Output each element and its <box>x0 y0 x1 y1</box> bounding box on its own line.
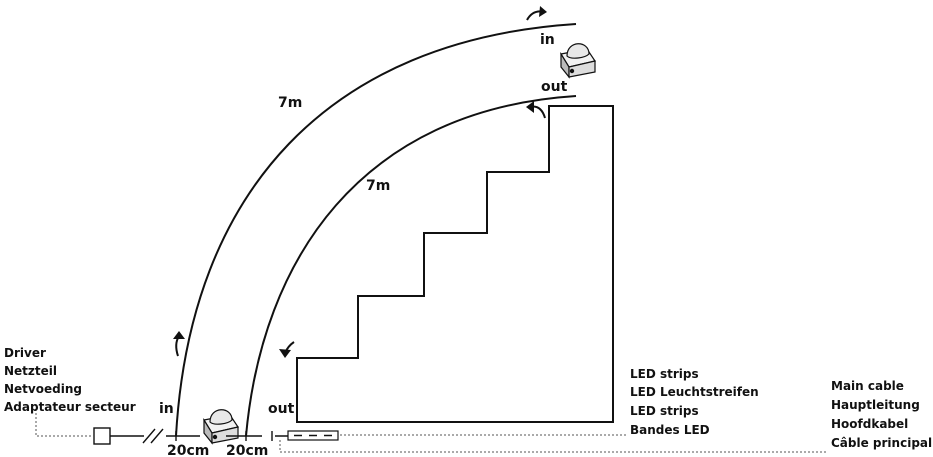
cable-label-en: Main cable <box>831 379 904 393</box>
cable-break-icon <box>142 428 164 444</box>
driver-label-fr: Adaptateur secteur <box>4 400 136 414</box>
spacing-ticks <box>175 431 273 441</box>
arrow-down-icon <box>279 341 295 358</box>
spacing-left-label: 20cm <box>167 443 209 457</box>
inner-arc-length-label: 7m <box>366 178 390 194</box>
driver-label-de: Netzteil <box>4 364 57 378</box>
driver-label-group: Driver Netzteil Netvoeding Adaptateur se… <box>4 346 136 414</box>
led-label-fr: Bandes LED <box>630 423 710 437</box>
driver-label-en: Driver <box>4 346 46 360</box>
cable-label-fr: Câble principal <box>831 436 932 450</box>
driver-label-nl: Netvoeding <box>4 382 82 396</box>
spacing-right-label: 20cm <box>226 443 268 457</box>
outer-arc-length-label: 7m <box>278 95 302 111</box>
cable-leader-line <box>279 440 828 453</box>
led-label-group: LED strips LED Leuchtstreifen LED strips… <box>630 367 759 437</box>
bottom-sensor-in-label: in <box>159 401 174 417</box>
top-sensor-out-label: out <box>541 79 568 95</box>
led-label-en: LED strips <box>630 367 699 381</box>
arrow-top-right-icon <box>526 6 547 21</box>
led-label-nl: LED strips <box>630 404 699 418</box>
bottom-sensor-out-label: out <box>268 401 295 417</box>
cable-label-group: Main cable Hauptleitung Hoofdkabel Câble… <box>831 379 932 450</box>
staircase-outline <box>296 105 614 423</box>
cable-label-nl: Hoofdkabel <box>831 417 908 431</box>
inner-arc <box>245 95 577 437</box>
cable-label-de: Hauptleitung <box>831 398 920 412</box>
arrow-top-left-icon <box>526 101 546 119</box>
arrow-left-up-icon <box>173 331 185 357</box>
motion-sensor-top-icon <box>560 43 596 79</box>
top-sensor-in-label: in <box>540 32 555 48</box>
outer-arc <box>175 23 577 437</box>
driver-leader-line <box>35 413 94 437</box>
driver-box <box>93 427 111 445</box>
motion-sensor-bottom-icon <box>203 409 239 445</box>
led-label-de: LED Leuchtstreifen <box>630 385 759 399</box>
